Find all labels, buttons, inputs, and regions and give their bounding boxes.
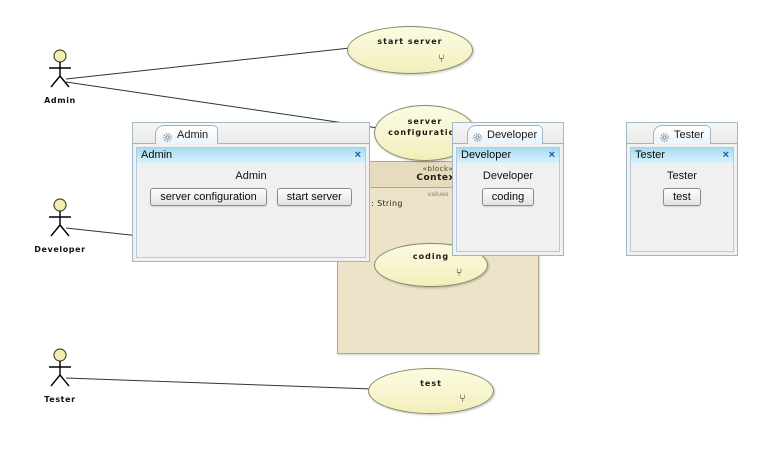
admin-title-bar[interactable]: Admin × (137, 148, 365, 163)
coding-button[interactable]: coding (481, 188, 535, 206)
tab-label: Developer (487, 129, 538, 141)
start-server-button[interactable]: start server (276, 188, 352, 206)
actor-tester: Tester (30, 347, 90, 404)
developer-window-body: Developer × Developer coding (452, 143, 564, 256)
block-stereotype: «block» (422, 165, 454, 173)
actor-developer: Developer (30, 197, 90, 254)
tester-title-bar[interactable]: Tester × (631, 148, 733, 163)
gear-icon (162, 130, 173, 142)
developer-window-tabstrip: Developer (452, 122, 564, 144)
actor-label: Developer (34, 245, 86, 254)
tab-label: Admin (177, 129, 209, 141)
admin-content: Admin server configuration start server (137, 163, 365, 257)
gear-icon (659, 130, 670, 142)
tab-label: Tester (674, 129, 704, 141)
test-button[interactable]: test (663, 188, 701, 206)
actor-figure-icon (49, 198, 71, 237)
close-icon[interactable]: × (722, 149, 729, 161)
block-attribute: status : String (342, 199, 403, 208)
tester-window-body: Tester × Tester test (626, 143, 738, 256)
actor-figure-icon (49, 49, 71, 88)
developer-title-bar[interactable]: Developer × (457, 148, 559, 163)
usecase-label: start server (377, 37, 443, 46)
actor-figure-icon (49, 348, 71, 387)
actor-label: Admin (44, 96, 76, 105)
tester-heading: Tester (667, 170, 697, 182)
tab-developer[interactable]: Developer (467, 125, 544, 144)
usecase-start-server: start server ⑂ (347, 26, 473, 74)
actor-admin: Admin (30, 48, 90, 105)
window-title: Admin (141, 149, 173, 161)
block-compartment-title: values (427, 190, 449, 198)
tester-button-row: test (663, 188, 701, 206)
tester-window-tabstrip: Tester (626, 122, 738, 144)
usecase-label: test (420, 379, 442, 388)
tester-internal-frame: Tester × Tester test (630, 147, 734, 252)
admin-window-body: Admin × Admin server configuration start… (132, 143, 370, 262)
usecase-label: coding (412, 252, 450, 261)
tester-window[interactable]: Tester Tester × Tester test (626, 122, 738, 256)
developer-window[interactable]: Developer Developer × Developer coding (452, 122, 564, 256)
admin-window-tabstrip: Admin (132, 122, 370, 144)
usecase-label: server configuration (388, 117, 462, 137)
usecase-test: test ⑂ (368, 368, 494, 414)
developer-button-row: coding (481, 188, 535, 206)
close-icon[interactable]: × (548, 149, 555, 161)
admin-window[interactable]: Admin Admin × Admin server configuration… (132, 122, 370, 262)
block-name: Context (416, 173, 460, 183)
admin-button-row: server configuration start server (150, 188, 352, 206)
developer-heading: Developer (482, 170, 534, 182)
actor-label: Tester (44, 395, 76, 404)
developer-internal-frame: Developer × Developer coding (456, 147, 560, 252)
admin-heading: Admin (235, 170, 267, 182)
tab-tester[interactable]: Tester (653, 125, 711, 144)
server-configuration-button[interactable]: server configuration (150, 188, 267, 206)
developer-content: Developer coding (457, 163, 559, 251)
gear-icon (472, 130, 483, 142)
tester-content: Tester test (631, 163, 733, 251)
tab-admin[interactable]: Admin (155, 125, 219, 144)
usecase-stereotype-icon: ⑂ (455, 265, 463, 279)
usecase-stereotype-icon: ⑂ (438, 51, 445, 65)
window-title: Tester (635, 149, 665, 161)
admin-internal-frame: Admin × Admin server configuration start… (136, 147, 366, 258)
close-icon[interactable]: × (354, 149, 361, 161)
usecase-stereotype-icon: ⑂ (459, 392, 466, 406)
window-title: Developer (461, 149, 512, 161)
